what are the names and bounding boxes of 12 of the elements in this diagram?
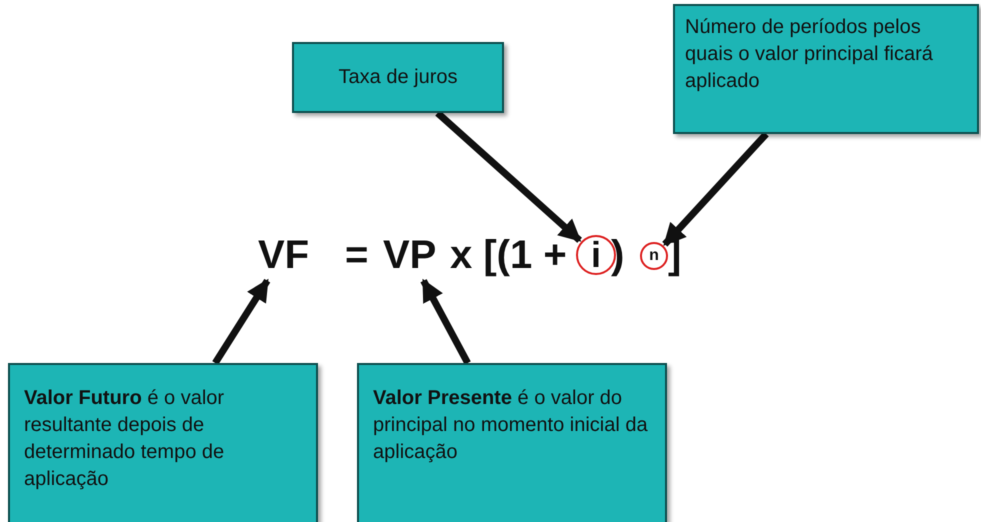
formula-term: VP <box>383 231 436 279</box>
formula-text: = <box>345 232 368 279</box>
arrow <box>212 278 270 365</box>
callout-box: Valor Futuro é o valor resultante depois de determinado tempo de aplicação <box>8 363 318 522</box>
circled-exponent: n <box>640 242 668 270</box>
callout-box: Valor Presente é o valor do principal no momento inicial da aplicação <box>357 363 667 522</box>
formula-text: x [(1 + <box>450 232 567 279</box>
arrow <box>420 278 471 365</box>
callout-box: Taxa de juros <box>292 42 504 113</box>
formula-term: VF <box>258 231 310 279</box>
arrow <box>662 132 769 247</box>
callout-box: Número de períodos pelos quais o valor principal ficará aplicado <box>673 4 979 134</box>
